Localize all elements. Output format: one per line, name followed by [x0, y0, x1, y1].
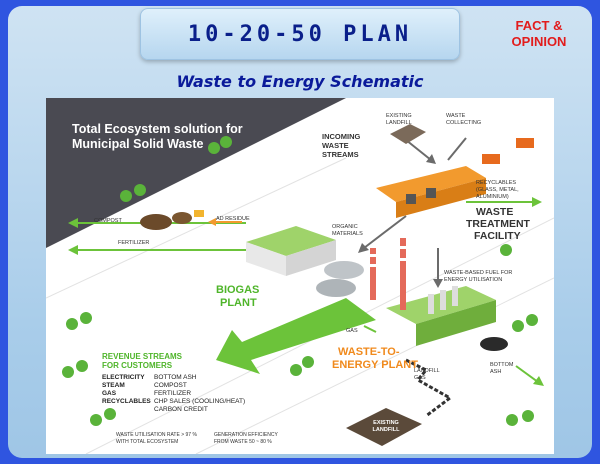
revenue-title-line-2: FOR CUSTOMERS [102, 361, 173, 370]
incoming-line-3: STREAMS [322, 150, 359, 159]
ecosystem-dark-panel [46, 98, 346, 248]
badge-line-1: FACT & [515, 18, 563, 33]
existing-landfill-top-shape [390, 124, 426, 144]
schematic-illustration [46, 98, 554, 454]
landfill-gas-label: LANDFILL GAS [414, 368, 440, 381]
waste-to-energy-label: WASTE-TO- ENERGY PLANT [332, 346, 418, 372]
organic-materials-label: ORGANIC MATERIALS [332, 224, 363, 237]
revenue-item: FERTILIZER [154, 390, 192, 397]
revenue-item: CHP SALES (COOLING/HEAT) [154, 398, 246, 405]
compost-pile-small [172, 212, 192, 224]
wte-line-1: WASTE-TO- [338, 346, 400, 358]
incoming-line-1: INCOMING [322, 132, 361, 141]
waste-to-energy-plant-shape [386, 286, 496, 346]
fact-opinion-badge: FACT & OPINION [504, 18, 574, 50]
biogas-plant-shape [246, 226, 336, 276]
compost-label: COMPOST [94, 218, 122, 224]
bulldozer [194, 210, 204, 217]
incoming-line-2: WASTE [322, 141, 349, 150]
chimneys [370, 238, 406, 310]
waste-based-fuel-label: WASTE-BASED FUEL FOR ENERGY UTILISATION [444, 270, 513, 283]
treatment-line-1: WASTE [476, 206, 514, 218]
recyclables-label: RECYCLABLES (GLASS, METAL, ALUMINIUM) [476, 180, 519, 200]
treatment-line-2: TREATMENT [466, 218, 530, 230]
truck-2 [516, 138, 534, 148]
revenue-item: CARBON CREDIT [154, 406, 208, 413]
biogas-line-2: PLANT [220, 297, 257, 309]
gas-label: GAS [346, 328, 358, 334]
revenue-item: COMPOST [154, 382, 187, 389]
green-flow-arrow [216, 298, 376, 374]
subtitle: Waste to Energy Schematic [176, 72, 424, 91]
ad-residue-arrow [208, 218, 242, 226]
existing-landfill-bottom-label: EXISTING LANDFILL [372, 420, 400, 433]
efficiency-note: GENERATION EFFICIENCY FROM WASTE 50 ~ 80… [214, 432, 278, 446]
schematic-panel: Total Ecosystem solution for Municipal S… [46, 98, 554, 454]
ad-residue-label: AD RESIDUE [216, 216, 250, 222]
utilisation-note: WASTE UTILISATION RATE > 97 % WITH TOTAL… [116, 432, 197, 446]
wte-line-2: ENERGY PLANT [332, 359, 418, 371]
efficiency-line-2: FROM WASTE 50 ~ 80 % [214, 439, 272, 445]
fertilizer-label: FERTILIZER [118, 240, 150, 246]
bottom-ash-label: BOTTOM ASH [490, 362, 514, 375]
bottom-ash-pile [480, 337, 508, 351]
biogas-plant-label: BIOGAS PLANT [216, 284, 259, 310]
title-banner: 10-20-50 PLAN [140, 8, 460, 60]
revenue-list-left: ELECTRICITY STEAM GAS RECYCLABLES [102, 374, 151, 406]
biogas-tank-1 [324, 261, 364, 279]
biogas-line-1: BIOGAS [216, 284, 260, 296]
recyclables-arrow [466, 197, 542, 207]
biogas-tank-2 [316, 279, 356, 297]
existing-landfill-top-label: EXISTING LANDFILL [386, 113, 412, 126]
landfill-gas-pipe [405, 358, 453, 418]
incoming-waste-label: INCOMING WASTE STREAMS [322, 132, 360, 159]
waste-collecting-label: WASTE COLLECTING [446, 113, 482, 126]
revenue-streams-title: REVENUE STREAMS FOR CUSTOMERS [102, 352, 182, 370]
process-arrows [358, 137, 467, 288]
compost-pile [140, 214, 172, 230]
bottom-ash-arrow [515, 365, 544, 386]
ecosystem-title: Total Ecosystem solution for Municipal S… [72, 122, 243, 151]
page-title: 10-20-50 PLAN [187, 21, 413, 47]
treatment-facility-label: WASTE TREATMENT FACILITY [466, 206, 530, 242]
truck-1 [482, 154, 500, 164]
revenue-item: ELECTRICITY [102, 374, 145, 381]
efficiency-line-1: GENERATION EFFICIENCY [214, 432, 278, 438]
treatment-line-3: FACILITY [474, 230, 521, 242]
trees [62, 136, 538, 426]
revenue-item: BOTTOM ASH [154, 374, 197, 381]
revenue-item: RECYCLABLES [102, 398, 151, 405]
revenue-list-right: BOTTOM ASH COMPOST FERTILIZER CHP SALES … [154, 374, 245, 414]
badge-line-2: OPINION [511, 34, 567, 49]
gas-arrow [363, 325, 377, 333]
fertilizer-arrow [68, 245, 266, 255]
revenue-item: STEAM [102, 382, 125, 389]
utilisation-line-2: WITH TOTAL ECOSYSTEM [116, 439, 179, 445]
existing-landfill-shape [346, 408, 422, 446]
revenue-title-line-1: REVENUE STREAMS [102, 352, 183, 361]
revenue-item: GAS [102, 390, 117, 397]
utilisation-line-1: WASTE UTILISATION RATE > 97 % [116, 432, 197, 438]
treatment-facility-shape [376, 166, 486, 218]
